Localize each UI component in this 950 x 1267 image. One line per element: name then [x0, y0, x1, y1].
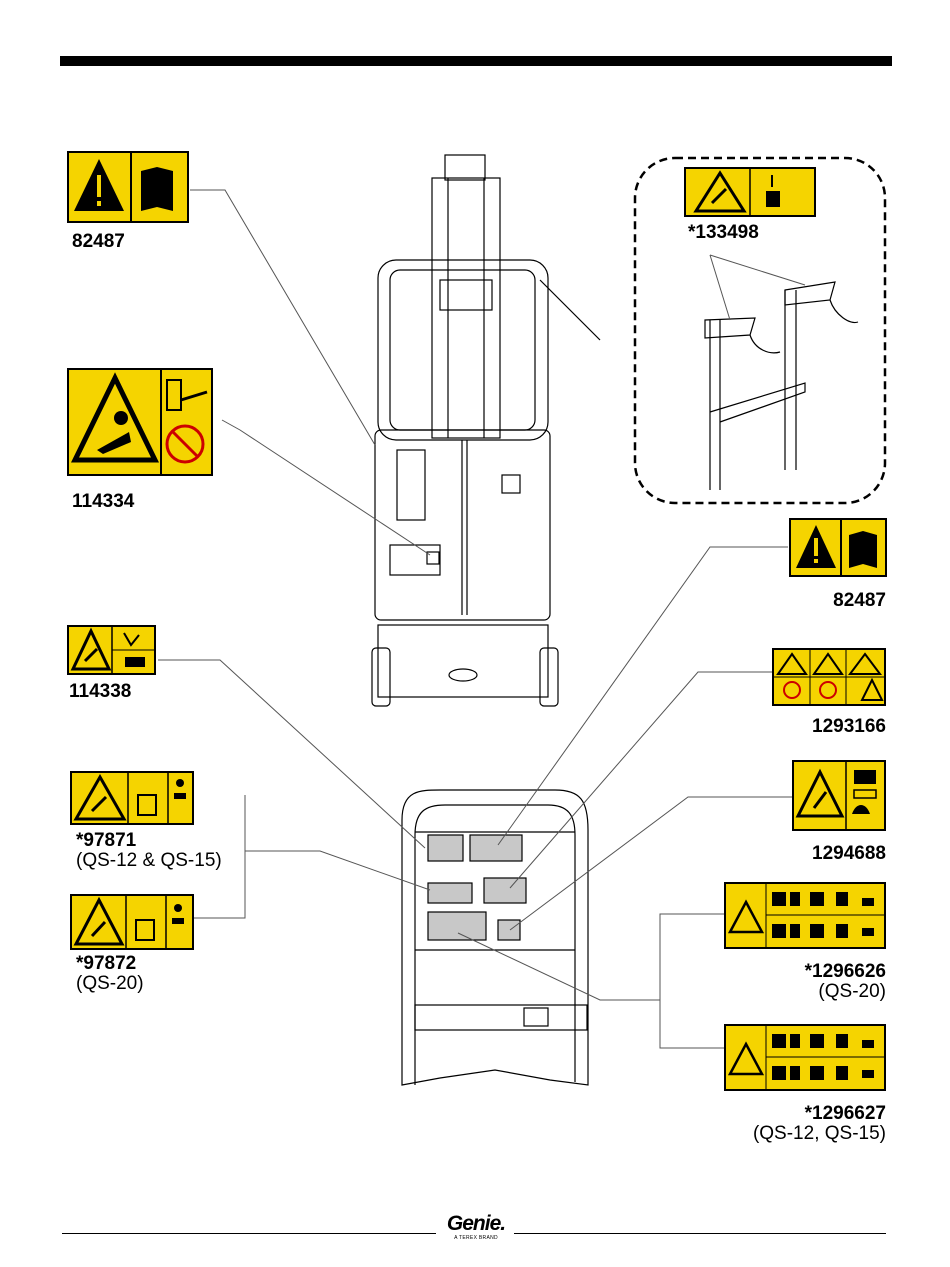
model-note-97871: (QS-12 & QS-15) — [76, 851, 222, 871]
part-number-1293166: 1293166 — [812, 717, 886, 737]
decal-82487-top — [67, 151, 189, 223]
decal-1293166 — [772, 648, 886, 706]
part-number-1294688: 1294688 — [812, 844, 886, 864]
decal-82487-right — [789, 518, 887, 577]
part-number-82487-top: 82487 — [72, 232, 125, 252]
decal-1296626 — [724, 882, 886, 949]
genie-logo: Genie. A TEREX BRAND — [440, 1213, 512, 1241]
part-number-114338: 114338 — [69, 682, 131, 702]
footer-rule-left — [62, 1233, 436, 1234]
part-number-1296626: *1296626 — [805, 962, 886, 982]
tip-over-hazard-icon — [794, 762, 884, 829]
fall-hazard-icon — [69, 627, 154, 673]
part-number-82487-right: 82487 — [833, 591, 886, 611]
fall-hazard-load-icon — [686, 169, 814, 215]
crush-hazard-plug-icon — [69, 370, 211, 474]
load-capacity-icon — [72, 773, 192, 823]
decal-114338 — [67, 625, 156, 675]
safety-instructions-icon — [726, 1026, 884, 1089]
decal-97872 — [70, 894, 194, 950]
warning-manual-icon — [69, 153, 187, 221]
multi-hazard-icon — [774, 650, 884, 704]
part-number-133498: *133498 — [688, 223, 759, 243]
model-note-97872: (QS-20) — [76, 974, 144, 994]
part-number-1296627: *1296627 — [805, 1104, 886, 1124]
decal-133498 — [684, 167, 816, 217]
decal-97871 — [70, 771, 194, 825]
footer-rule-right — [514, 1233, 886, 1234]
model-note-1296627: (QS-12, QS-15) — [753, 1124, 886, 1144]
model-note-1296626: (QS-20) — [818, 982, 886, 1002]
load-capacity-icon — [72, 896, 192, 948]
decal-1294688 — [792, 760, 886, 831]
warning-manual-icon — [791, 520, 885, 575]
decal-1296627 — [724, 1024, 886, 1091]
part-number-97872: *97872 — [76, 954, 136, 974]
brand-name: Genie. — [440, 1213, 512, 1235]
brand-tagline: A TEREX BRAND — [440, 1235, 512, 1241]
part-number-97871: *97871 — [76, 831, 136, 851]
safety-instructions-icon — [726, 884, 884, 947]
part-number-114334: 114334 — [72, 492, 134, 512]
decal-114334 — [67, 368, 213, 476]
